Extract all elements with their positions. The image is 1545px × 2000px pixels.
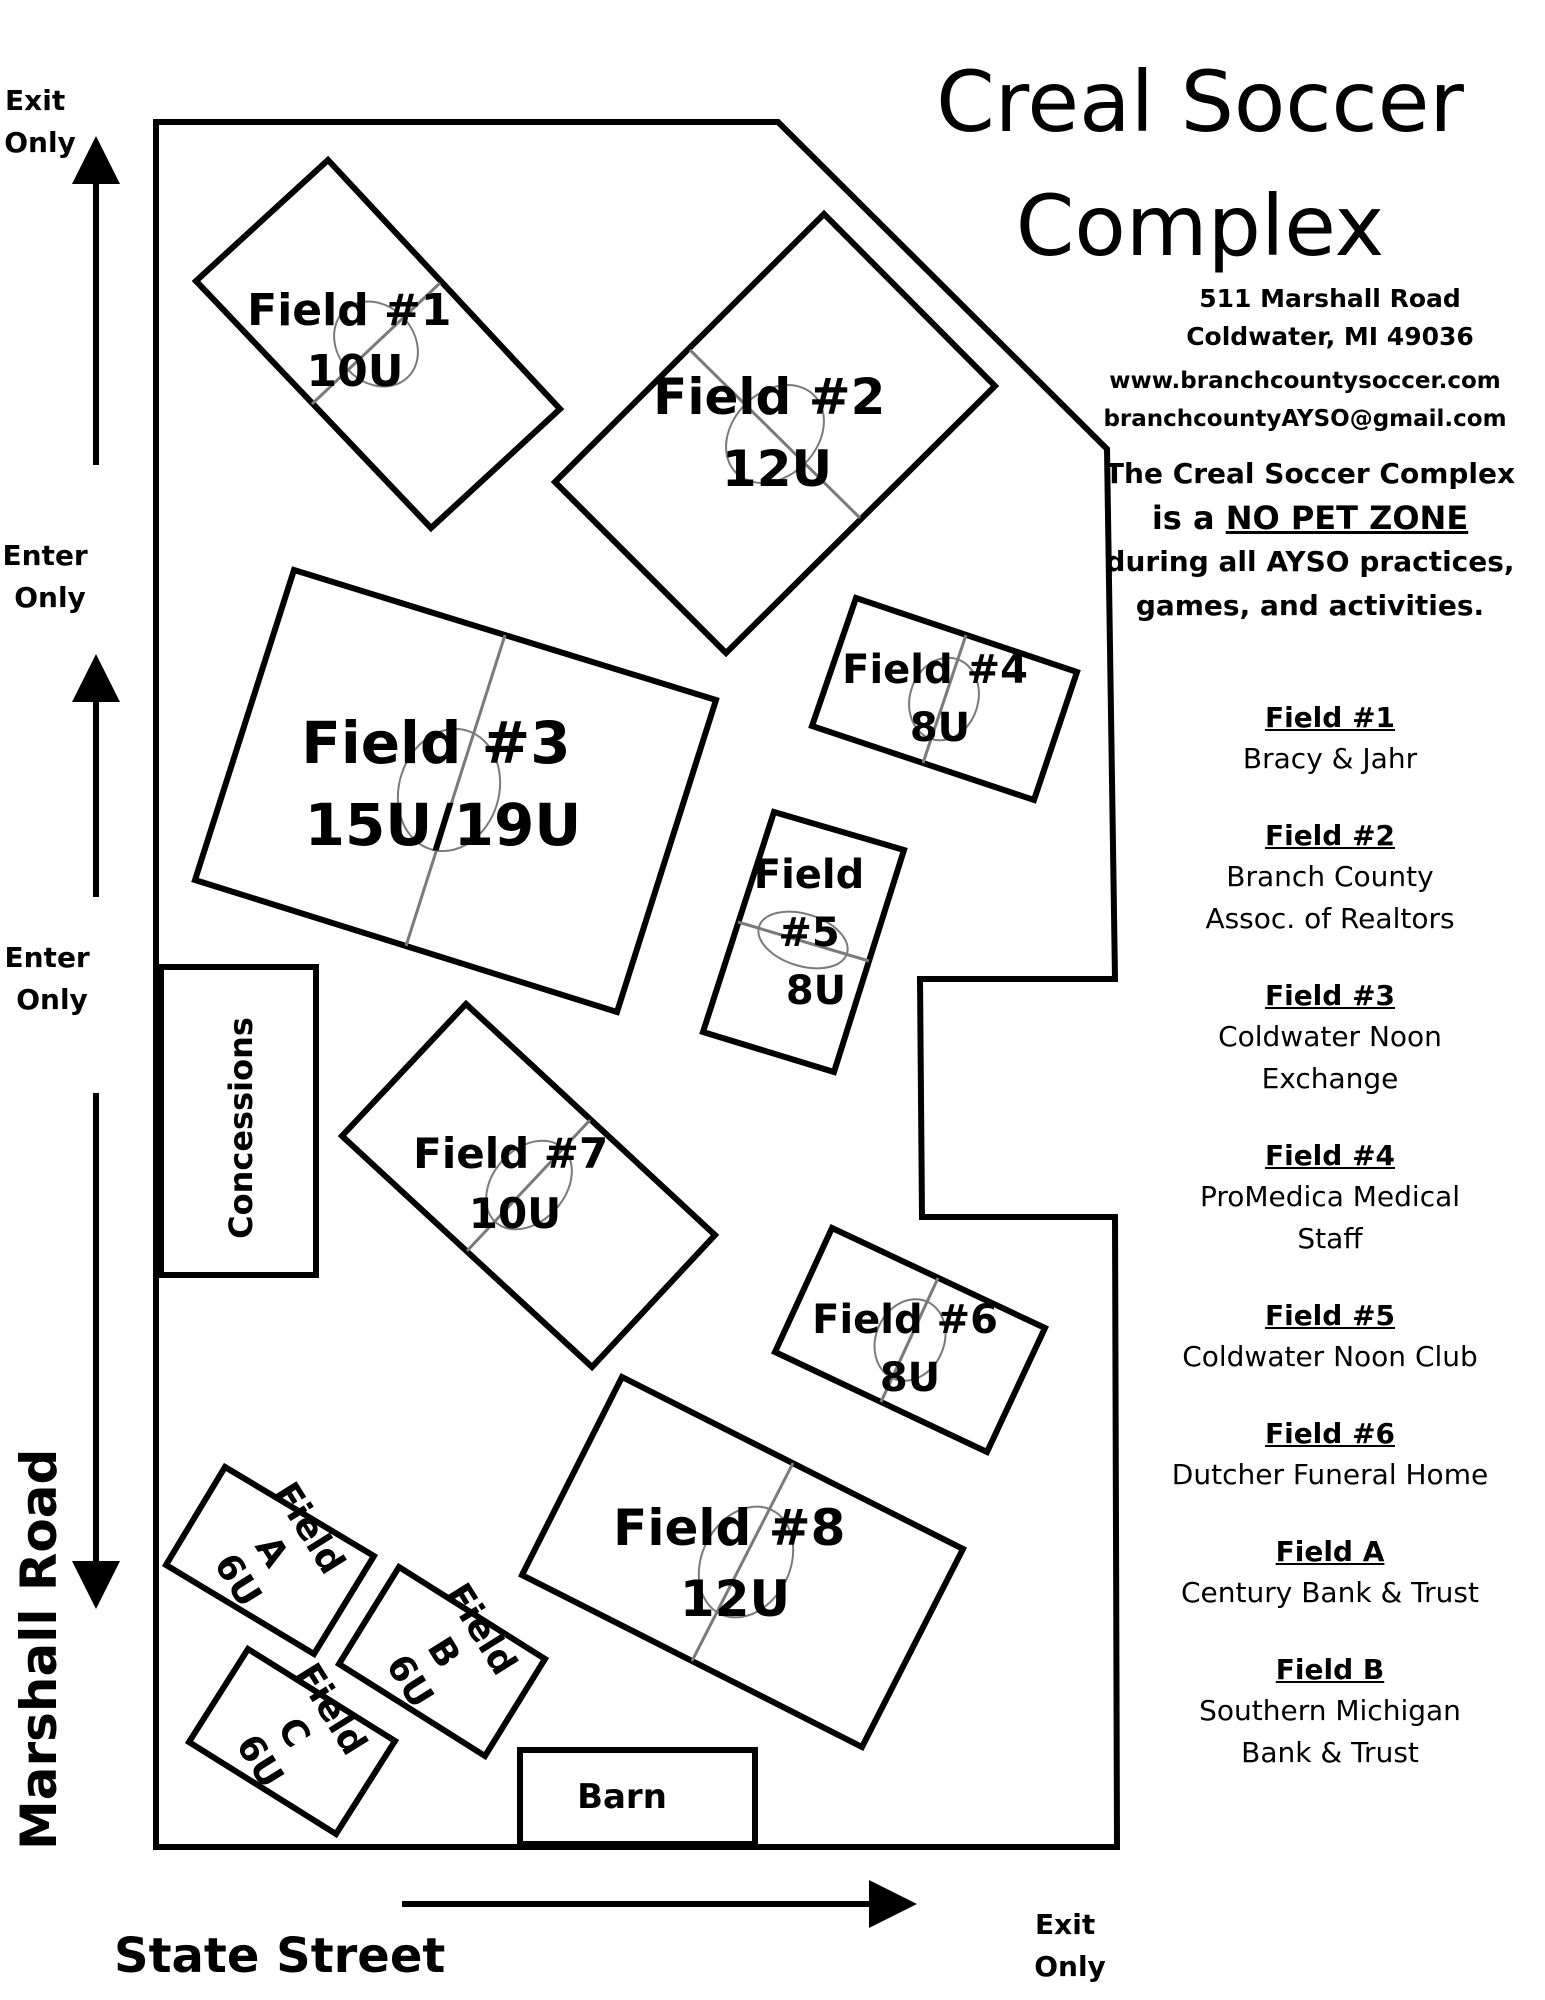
address-street: 511 Marshall Road	[1199, 284, 1461, 313]
field-3: Field #3 15U/19U	[191, 566, 720, 1016]
sponsor-name: Bank & Trust	[1241, 1736, 1419, 1769]
sponsor-field-name: Field #1	[1264, 701, 1396, 734]
sponsor-item: Field #5 Coldwater Noon Club	[1140, 1296, 1520, 1378]
sponsor-name: Staff	[1297, 1222, 1363, 1255]
field-1: Field #1 10U	[191, 155, 565, 533]
sponsor-name: Century Bank & Trust	[1180, 1576, 1479, 1609]
website-link[interactable]: www.branchcountysoccer.com	[1109, 368, 1501, 394]
concessions-building	[158, 964, 319, 1278]
svg-text:Field #1 10U: Field #1 10U	[247, 285, 467, 397]
no-pet-notice: The Creal Soccer Complex is a NO PET ZON…	[1090, 452, 1530, 628]
complex-boundary	[153, 119, 1121, 1850]
notice-line-3: during all AYSO practices,	[1105, 545, 1515, 578]
page-title: Creal Soccer Complex	[880, 40, 1520, 288]
notice-line-1: The Creal Soccer Complex	[1104, 457, 1516, 490]
barn-building	[517, 1747, 758, 1847]
state-street-label: State Street	[114, 1928, 445, 1984]
svg-text:Field #6 8U: Field #6 8U	[812, 1297, 1012, 1401]
svg-text:Field C 6U: Field C 6U	[212, 1656, 381, 1819]
concessions-label: Concessions	[222, 1017, 260, 1239]
svg-text:Field #5 8U: Field #5 8U	[754, 852, 878, 1014]
enter-sign-2: Enter Only	[5, 941, 100, 1016]
sponsor-name: Dutcher Funeral Home	[1171, 1458, 1489, 1491]
sponsor-name: Coldwater Noon Club	[1182, 1340, 1478, 1373]
exit-sign-bottom: Exit Only	[1034, 1908, 1106, 1983]
sponsor-name: Assoc. of Realtors	[1205, 902, 1455, 935]
svg-text:Field #7 10U: Field #7 10U	[413, 1129, 623, 1238]
sponsor-name: Branch County	[1226, 860, 1434, 893]
sponsor-name: Exchange	[1261, 1062, 1399, 1095]
barn-label: Barn	[577, 1777, 667, 1817]
svg-text:Field A 6U: Field A 6U	[190, 1475, 359, 1638]
notice-line-4: games, and activities.	[1135, 589, 1485, 622]
field-5: Field #5 8U	[699, 808, 908, 1076]
field-2: Field #2 12U	[550, 209, 1000, 658]
sponsor-field-name: Field A	[1275, 1535, 1385, 1568]
sponsor-field-name: Field #6	[1264, 1417, 1396, 1450]
sponsor-name: Bracy & Jahr	[1242, 742, 1418, 775]
svg-text:Field #2 12U: Field #2 12U	[653, 368, 903, 498]
sponsor-name: ProMedica Medical	[1199, 1180, 1461, 1213]
sponsor-item: Field A Century Bank & Trust	[1140, 1532, 1520, 1614]
marshall-road-label: Marshall Road	[10, 1449, 68, 1850]
title-line-2: Complex	[1015, 177, 1385, 275]
sponsor-field-name: Field #4	[1264, 1139, 1396, 1172]
exit-sign-top: Exit Only	[4, 84, 76, 159]
field-4: Field #4 8U	[808, 594, 1081, 804]
sponsor-field-name: Field B	[1275, 1653, 1385, 1686]
field-7: Field #7 10U	[337, 999, 720, 1372]
svg-text:Field B 6U: Field B 6U	[362, 1576, 531, 1739]
field-a: Field A 6U	[161, 1462, 379, 1659]
sponsor-name: Southern Michigan	[1199, 1694, 1461, 1727]
sponsor-field-name: Field #2	[1264, 819, 1396, 852]
email-link[interactable]: branchcountyAYSO@gmail.com	[1103, 406, 1507, 432]
title-line-1: Creal Soccer	[936, 53, 1464, 151]
enter-sign-1: Enter Only	[3, 539, 98, 614]
notice-line-2-pre: is a	[1151, 499, 1226, 537]
field-6: Field #6 8U	[771, 1223, 1049, 1456]
field-8: Field #8 12U	[517, 1372, 968, 1752]
sponsor-item: Field #6 Dutcher Funeral Home	[1140, 1414, 1520, 1496]
svg-text:Field #4 8U: Field #4 8U	[842, 647, 1042, 751]
svg-text:Field #8 12U: Field #8 12U	[613, 1499, 863, 1628]
svg-text:Field #3 15U/19U: Field #3 15U/19U	[301, 709, 591, 859]
notice-line-2: is a NO PET ZONE	[1090, 496, 1530, 540]
address: 511 Marshall Road Coldwater, MI 49036	[1120, 280, 1540, 356]
sponsor-field-name: Field #5	[1264, 1299, 1396, 1332]
no-pet-zone-emphasis: NO PET ZONE	[1225, 499, 1469, 537]
address-city: Coldwater, MI 49036	[1186, 322, 1474, 351]
sponsor-field-name: Field #3	[1264, 979, 1396, 1012]
contact-info: www.branchcountysoccer.com branchcountyA…	[1080, 362, 1530, 438]
sponsor-name: Coldwater Noon	[1218, 1020, 1442, 1053]
sponsor-item: Field #1 Bracy & Jahr	[1140, 698, 1520, 780]
